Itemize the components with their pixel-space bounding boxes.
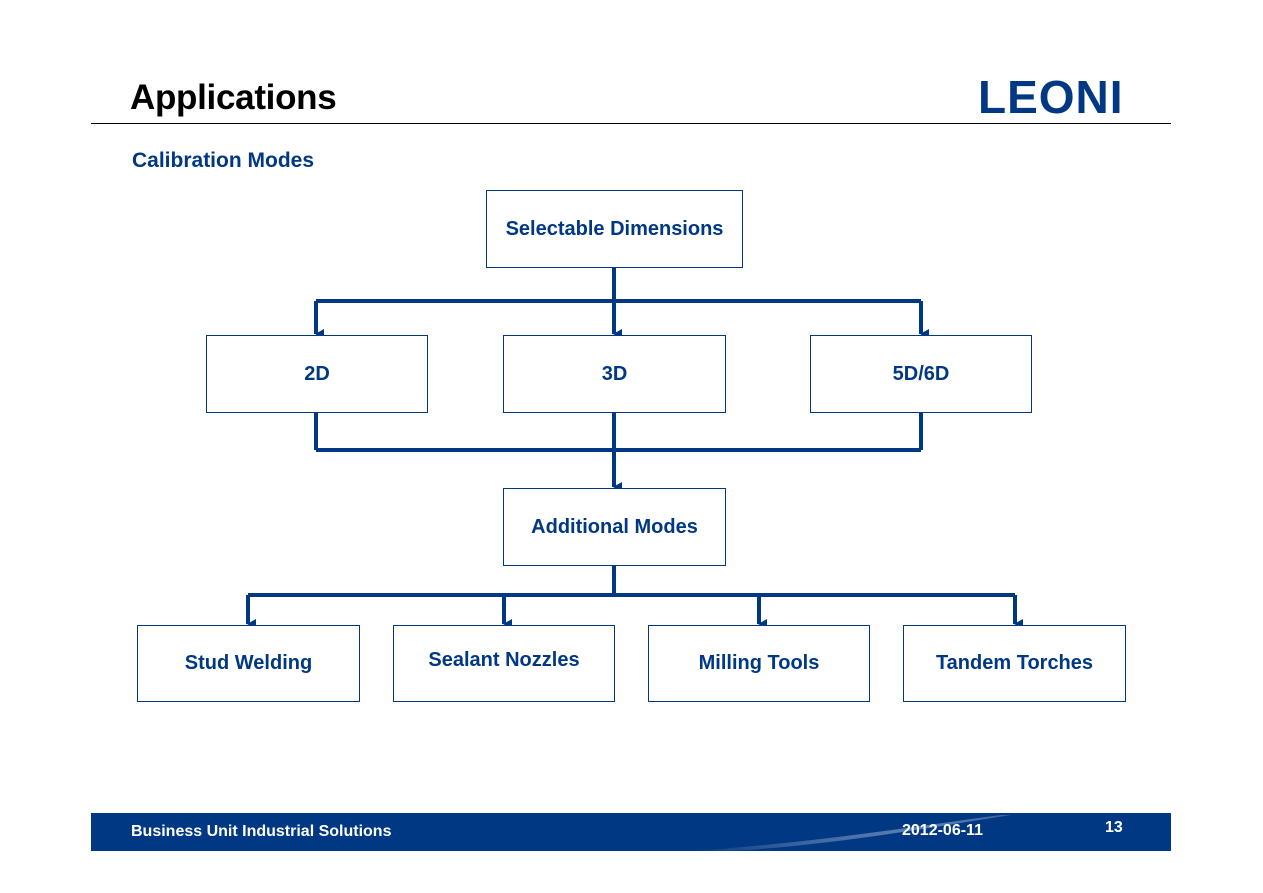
box-sealant-nozzles: Sealant Nozzles xyxy=(393,625,615,702)
box-label: 3D xyxy=(601,362,628,385)
box-label: 5D/6D xyxy=(892,362,950,385)
section-subtitle: Calibration Modes xyxy=(132,149,315,172)
box-additional-modes: Additional Modes xyxy=(503,488,726,566)
box-selectable-dimensions: Selectable Dimensions xyxy=(486,190,743,268)
page-number: 13 xyxy=(1105,819,1123,836)
box-label: 2D xyxy=(304,362,330,385)
box-label: Selectable Dimensions xyxy=(505,217,724,240)
box-milling-tools: Milling Tools xyxy=(648,625,870,702)
box-3d: 3D xyxy=(503,335,726,413)
box-label: Milling Tools xyxy=(698,652,820,674)
footer-bar: Business Unit Industrial Solutions 2012-… xyxy=(91,813,1171,851)
box-label: Tandem Torches xyxy=(935,652,1094,674)
footer-business-unit: Business Unit Industrial Solutions xyxy=(131,823,392,840)
box-label: Stud Welding xyxy=(184,652,313,674)
box-label: Sealant Nozzles xyxy=(428,649,580,671)
box-2d: 2D xyxy=(206,335,428,413)
page-title: Applications xyxy=(130,78,337,117)
box-label: Additional Modes xyxy=(531,515,698,538)
leoni-logo: LEONI xyxy=(978,71,1124,123)
title-divider xyxy=(91,123,1171,124)
box-5d6d: 5D/6D xyxy=(810,335,1032,413)
box-tandem-torches: Tandem Torches xyxy=(903,625,1126,702)
footer-swoosh xyxy=(691,815,1011,851)
footer-date: 2012-06-11 xyxy=(902,822,983,839)
box-stud-welding: Stud Welding xyxy=(137,625,360,702)
